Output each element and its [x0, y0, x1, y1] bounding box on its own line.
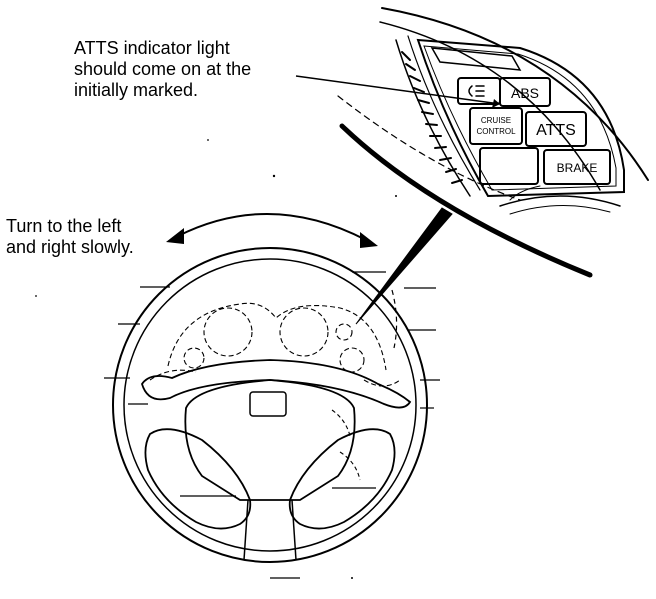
callout-line-2: should come on at the	[74, 59, 252, 79]
instruction-line-1: Turn to the left	[6, 216, 122, 236]
steering-column-left	[243, 499, 249, 561]
double-headed-curved-arrow-icon	[166, 212, 378, 248]
detail-pointer-wedge	[355, 207, 453, 325]
cruise-label-line1: CRUISE	[481, 116, 511, 125]
atts-label: ATTS	[536, 122, 576, 139]
gauge-tick-band	[401, 51, 463, 184]
steering-wheel-rim-outer	[112, 247, 428, 563]
atts-indicator-cell	[525, 111, 587, 147]
abs-indicator-cell	[499, 77, 551, 107]
print-specks	[35, 139, 397, 579]
airbag-hub	[184, 379, 356, 501]
blank-indicator-cell	[479, 147, 539, 185]
steering-column-right	[291, 499, 297, 561]
cluster-labels: ABS CRUISE CONTROL ATTS BRAKE	[476, 85, 597, 175]
callout-leader-arrowhead	[492, 99, 500, 108]
callout-line-1: ATTS indicator light	[74, 38, 230, 58]
hub-emblem	[249, 391, 287, 417]
instrument-cluster-detail	[337, 7, 649, 278]
headlight-icon	[468, 85, 485, 97]
steering-wheel	[112, 247, 428, 563]
brake-label: BRAKE	[557, 161, 598, 175]
atts-indicator-callout: ATTS indicator light should come on at t…	[74, 38, 304, 101]
dashboard-outline	[104, 271, 440, 579]
callout-line-3: initially marked.	[74, 80, 199, 100]
abs-label: ABS	[511, 85, 539, 101]
steering-spoke-lower-right	[288, 428, 396, 530]
brake-indicator-cell	[543, 149, 611, 185]
steering-spoke-upper	[141, 359, 412, 409]
cruise-control-indicator-cell	[469, 107, 523, 145]
instruction-line-2: and right slowly.	[6, 237, 134, 257]
turn-instruction: Turn to the left and right slowly.	[6, 216, 196, 258]
steering-wheel-rim-inner	[123, 258, 417, 552]
callout-leader-line	[295, 75, 501, 105]
cruise-label-line2: CONTROL	[476, 127, 516, 136]
steering-spoke-lower-left	[144, 428, 252, 530]
